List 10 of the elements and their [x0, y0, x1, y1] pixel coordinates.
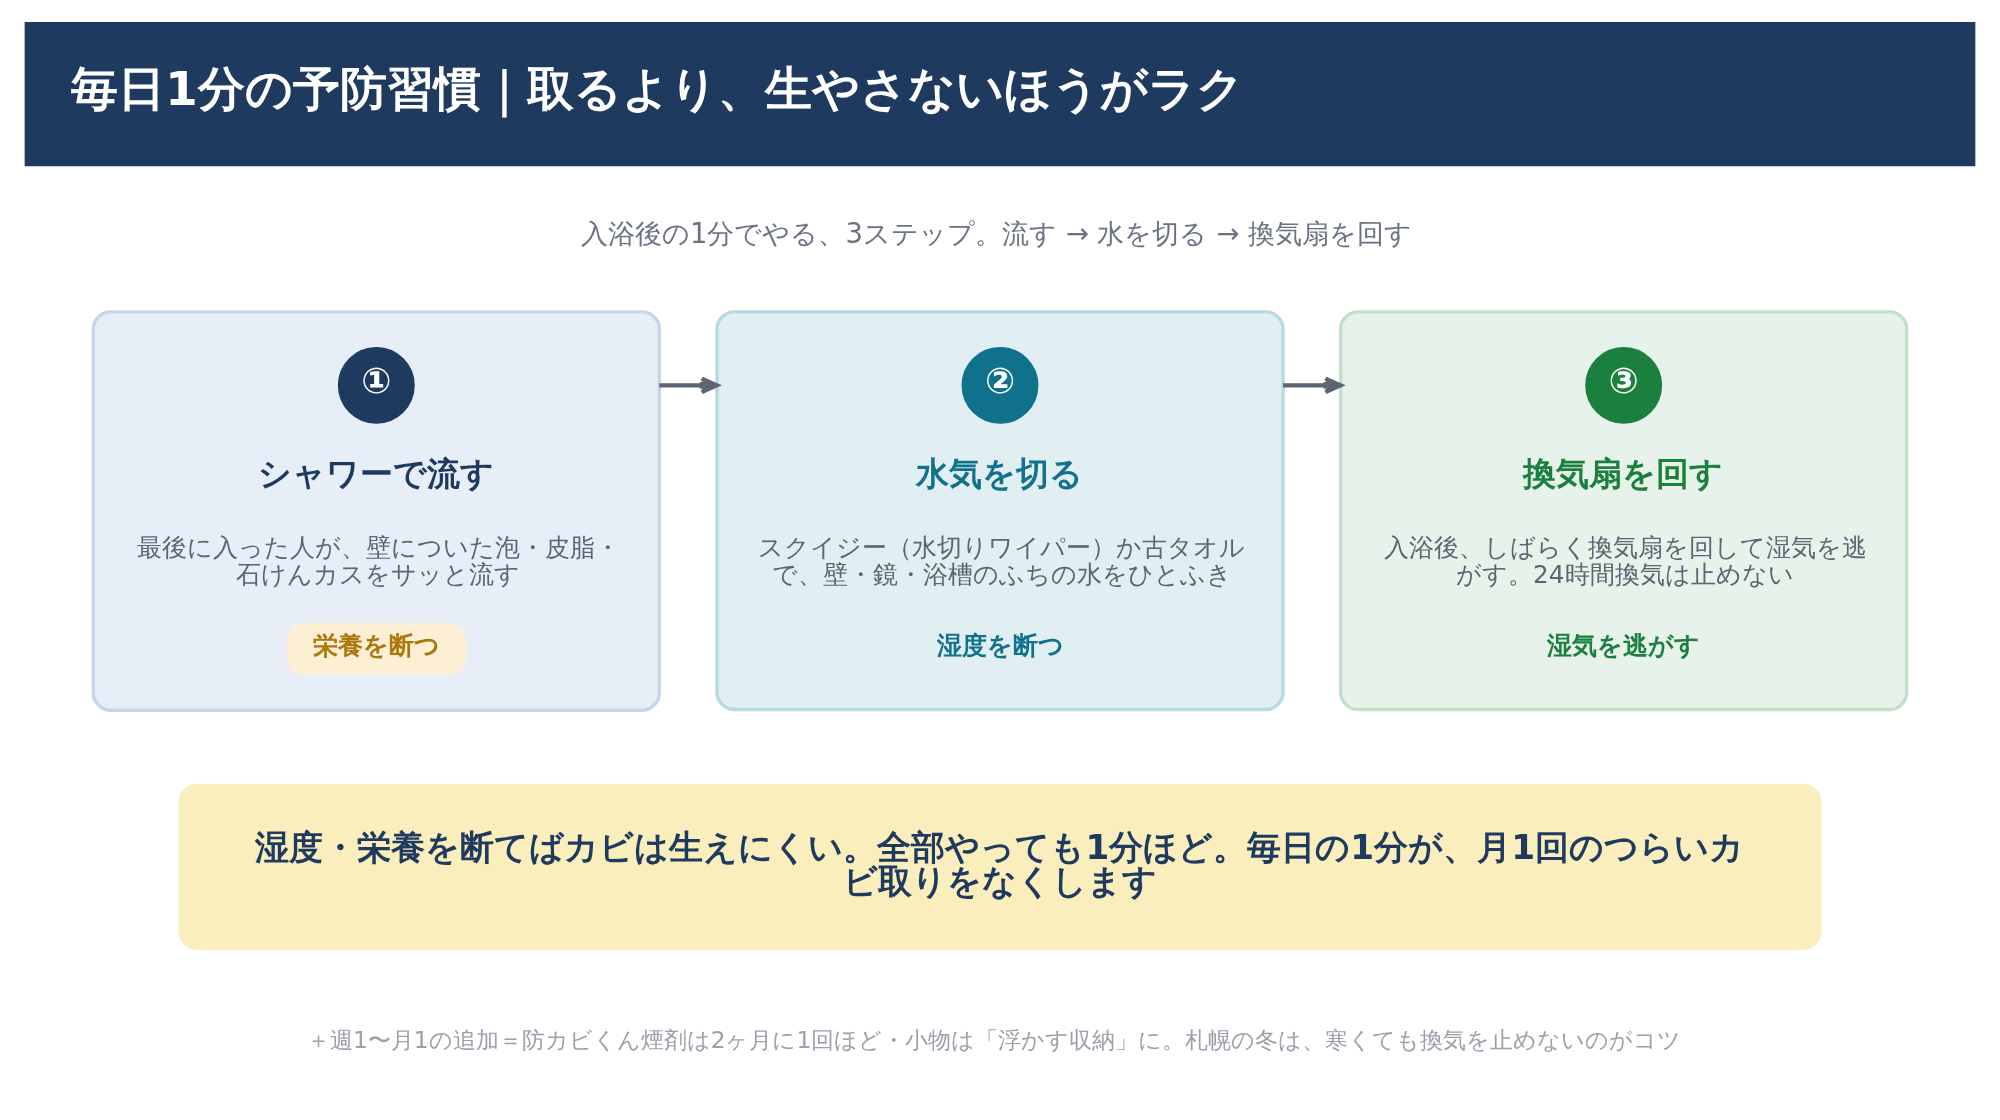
node-circle: ① — [337, 346, 415, 424]
node-circle: ② — [961, 346, 1039, 424]
diagram-title: 毎日1分の予防習慣｜取るより、生やさないほうがラク — [71, 61, 1244, 116]
node-box: 湿度・栄養を断てばカビは生えにくい。全部やっても1分ほど。毎日の1分が、月1回のつらいカビ取りをなくします — [178, 783, 1822, 950]
node-box: 栄養を断つ — [286, 622, 467, 675]
node-circle: ③ — [1585, 346, 1663, 424]
label: ＋週1〜月1の追加＝防カビくん煙剤は2ヶ月に1回ほど・小物は「浮かす収納」に。札幌の冬は、寒くても換気を止めないのがコツ — [306, 1025, 1682, 1054]
arrow — [659, 376, 720, 394]
label: 入浴後の1分でやる、3ステップ。流す → 水を切る → 換気扇を回す — [581, 217, 1412, 249]
arrow — [1283, 376, 1343, 394]
